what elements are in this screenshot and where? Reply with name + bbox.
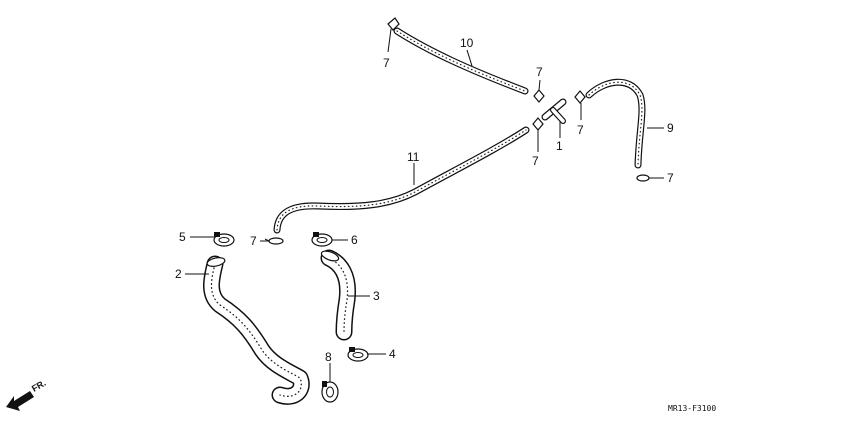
front-arrow-icon: FR. xyxy=(6,378,48,411)
hose-2 xyxy=(203,255,310,405)
callout-4: 4 xyxy=(389,347,396,361)
hose-10 xyxy=(393,27,529,95)
clip-7-lower-right xyxy=(636,174,650,182)
clamp-8 xyxy=(321,381,339,403)
callout-2: 2 xyxy=(175,267,182,281)
callout-7: 7 xyxy=(250,234,257,248)
callout-9: 9 xyxy=(667,121,674,135)
hose-9 xyxy=(585,78,646,169)
leader-lines xyxy=(185,28,664,382)
clamp-6 xyxy=(311,232,333,247)
hose-11 xyxy=(273,126,530,234)
callout-10: 10 xyxy=(460,36,474,50)
callout-6: 6 xyxy=(351,233,358,247)
callout-8: 8 xyxy=(325,350,332,364)
hose-3 xyxy=(320,249,357,341)
callout-7: 7 xyxy=(577,123,584,137)
clip-7-mid xyxy=(532,117,544,131)
callout-3: 3 xyxy=(373,289,380,303)
clamp-4 xyxy=(347,347,369,362)
callout-11: 11 xyxy=(407,150,420,164)
front-marker: FR. xyxy=(30,378,48,394)
clip-7-top-right xyxy=(533,89,545,103)
callout-1: 1 xyxy=(556,139,563,153)
clamp-5 xyxy=(213,232,235,247)
clip-7-right xyxy=(574,90,586,104)
callout-7: 7 xyxy=(667,171,674,185)
callout-7: 7 xyxy=(383,56,390,70)
callout-7: 7 xyxy=(532,154,539,168)
callout-5: 5 xyxy=(179,230,186,244)
callout-7: 7 xyxy=(536,65,543,79)
drawing-code: MR13-F3100 xyxy=(668,404,716,413)
joint-1 xyxy=(541,98,567,124)
clip-7-top-left xyxy=(387,17,400,31)
